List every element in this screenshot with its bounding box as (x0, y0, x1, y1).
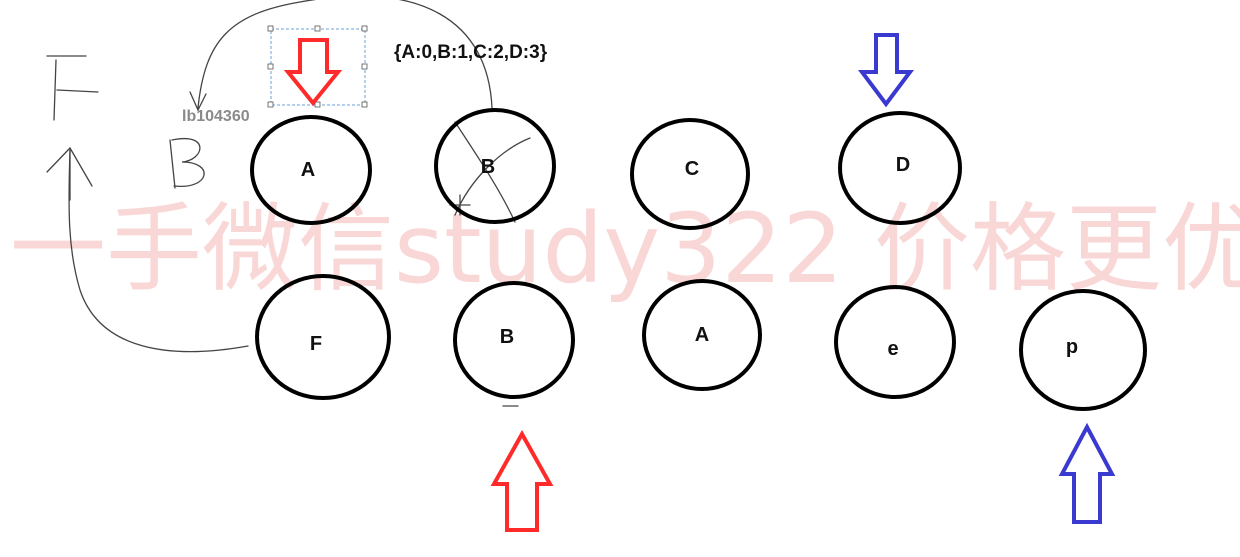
new-node-a: A (642, 279, 762, 391)
scribble-stroke (169, 139, 176, 189)
scribble-stroke (46, 146, 93, 187)
resize-handle[interactable] (361, 101, 368, 108)
old-node-b: B (434, 108, 556, 224)
resize-handle[interactable] (314, 101, 321, 108)
resize-handle[interactable] (314, 25, 321, 32)
new-node-p: p (1019, 289, 1147, 411)
resize-handle[interactable] (361, 63, 368, 70)
object-tag: lb104360 (182, 108, 250, 125)
node-label: B (500, 326, 514, 348)
node-label: D (896, 154, 910, 176)
node-circle (434, 108, 556, 224)
old-node-d: D (838, 111, 962, 225)
resize-handle[interactable] (267, 25, 274, 32)
resize-handle[interactable] (361, 25, 368, 32)
mapping-label: {A:0,B:1,C:2,D:3} (394, 42, 548, 63)
node-label: e (887, 338, 898, 360)
old-start-pointer-arrow (283, 38, 343, 107)
node-circle (250, 115, 372, 225)
old-end-pointer-arrow (858, 33, 914, 108)
new-node-e: e (834, 285, 956, 399)
scribble-stroke (53, 59, 57, 121)
curve-arrow-head (189, 91, 207, 112)
new-node-b: B (453, 281, 575, 399)
node-circle (630, 118, 750, 230)
node-label: B (481, 156, 495, 178)
scribble-stroke (171, 137, 205, 187)
node-circle (838, 111, 962, 225)
old-vnode-row: A B C D (250, 108, 962, 230)
selection-box[interactable] (267, 25, 368, 108)
node-label: A (301, 159, 315, 181)
node-label: p (1066, 336, 1078, 358)
curve-link (68, 149, 249, 353)
new-end-pointer-arrow (1058, 422, 1116, 524)
node-label: C (685, 158, 699, 180)
node-circle (1019, 289, 1147, 411)
curve-arrow (197, 0, 493, 109)
new-start-pointer-arrow (490, 429, 554, 532)
selection-handles[interactable] (267, 25, 368, 108)
new-node-f: F (255, 274, 391, 400)
node-circle (255, 274, 391, 400)
resize-handle[interactable] (267, 63, 274, 70)
resize-handle[interactable] (267, 101, 274, 108)
cross-mark (454, 121, 516, 223)
scribble-stroke (56, 89, 99, 93)
watermark-text: 一手微信study322 价格更优 (10, 193, 1240, 305)
node-circle (453, 281, 575, 399)
node-label: A (695, 324, 709, 346)
new-vnode-row: F B A e p (255, 274, 1147, 411)
old-node-c: C (630, 118, 750, 230)
node-label: F (310, 333, 322, 355)
node-circle (642, 279, 762, 391)
old-node-a: A (250, 115, 372, 225)
node-circle (834, 285, 956, 399)
